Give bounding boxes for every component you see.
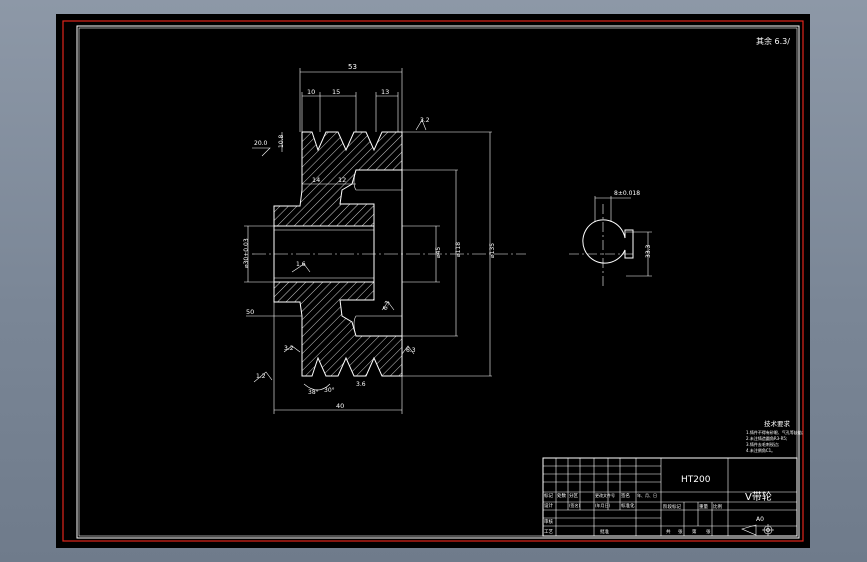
roughness-right-b: 6.3 — [406, 347, 416, 354]
keyway-section-view: 8±0.018 33.3 — [569, 190, 652, 286]
tb-sheets-3: 张 — [706, 528, 711, 535]
roughness-bottom: 3.6 — [356, 381, 366, 388]
dim-groove-angle-2: 30° — [324, 387, 335, 394]
dim-top-overall: 53 — [348, 63, 357, 71]
frame-line — [78, 27, 798, 537]
tb-sheets-2: 第 — [692, 528, 697, 535]
tb-date: (年月日) — [595, 502, 611, 508]
dim-pitch-2: 15 — [332, 88, 340, 96]
dim-web-dia: ⌀118 — [455, 242, 462, 257]
pulley-section — [252, 131, 526, 377]
tech-line-1: 1.铸件不得有砂眼、气孔等缺陷; — [746, 429, 803, 435]
tech-line-3: 3.铸件去毛刺锐边; — [746, 441, 779, 447]
cad-drawing: 其余 6.3/ 53 10 15 13 3.2 — [62, 20, 804, 542]
tech-line-4: 4.未注倒角C1。 — [746, 447, 775, 453]
drawing-viewport[interactable]: 其余 6.3/ 53 10 15 13 3.2 — [56, 14, 810, 548]
dim-rim-left: 14 — [312, 176, 320, 184]
roughness-top: 3.2 — [420, 117, 430, 124]
dim-keyway-width: 8±0.018 — [614, 190, 640, 197]
roughness-bore: 1.6 — [296, 261, 306, 268]
tb-row-label-5: 年、月、日 — [637, 492, 657, 498]
part-name: V带轮 — [745, 490, 772, 503]
tb-sheets-1: 张 — [678, 528, 683, 535]
roughness-left-bottom: 1.2 — [256, 373, 266, 380]
dim-groove-depth: 10.8 — [278, 134, 285, 148]
tb-weight: 重量 — [699, 503, 708, 510]
dim-keyway-depth: 33.3 — [645, 244, 652, 258]
tech-requirements: 技术要求 1.铸件不得有砂眼、气孔等缺陷; 2.未注铸造圆角R3-R5; 3.铸… — [746, 419, 803, 453]
dim-groove-angle: 38° — [308, 389, 319, 396]
dim-outer-dia: ⌀135 — [489, 243, 496, 258]
drawing-number: A0 — [756, 516, 764, 523]
tb-process: 工艺 — [544, 529, 553, 535]
tb-sheets-0: 共 — [666, 528, 671, 535]
tb-scale: 比例 — [713, 503, 722, 510]
dim-bore-dia: ⌀30+0.03 — [243, 238, 250, 268]
tb-row-label-4: 签名 — [621, 492, 630, 499]
outer-border — [62, 20, 804, 542]
tb-review: 审核 — [544, 518, 553, 525]
tb-row-label-1: 处数 — [557, 492, 566, 499]
dim-hub-face: 50 — [246, 308, 254, 316]
dim-hub-dia: ⌀45 — [435, 247, 442, 258]
corner-roughness-mark: 其余 6.3/ — [756, 36, 790, 46]
tb-stage-mark: 阶段标记 — [663, 503, 681, 510]
inner-border — [76, 25, 800, 539]
roughness-left-low: 3.2 — [284, 345, 294, 352]
roughness-right-a: 6.3 — [382, 300, 392, 312]
dim-pitch-3: 13 — [381, 88, 389, 96]
tech-title: 技术要求 — [764, 419, 791, 428]
tb-standard: 标准化 — [621, 502, 635, 509]
main-dimensions: 53 10 15 13 3.2 20.0 10.8 14 12 ⌀30+0.03… — [243, 63, 496, 414]
tb-row-label-2: 分区 — [569, 492, 578, 499]
material-label: HT200 — [681, 475, 711, 485]
dim-bottom-overall: 40 — [336, 402, 344, 410]
title-block: HT200 V带轮 A0 标记 处数 分区 更改文件号 签名 年、月、日 设计 … — [542, 457, 798, 537]
tb-row-label-0: 标记 — [544, 492, 553, 499]
projection-symbol-icon — [741, 524, 774, 536]
dim-rim-inner: 12 — [338, 176, 346, 184]
tb-row-label-3: 更改文件号 — [595, 492, 615, 498]
pulley-body-bottom — [273, 281, 403, 377]
dim-pitch-1: 10 — [307, 88, 315, 96]
tb-approve: 批准 — [600, 528, 609, 535]
roughness-left-groove: 20.0 — [254, 140, 268, 147]
tech-line-2: 2.未注铸造圆角R3-R5; — [746, 435, 787, 441]
tb-design: 设计 — [544, 502, 553, 509]
tb-signature: (签名) — [569, 502, 581, 508]
